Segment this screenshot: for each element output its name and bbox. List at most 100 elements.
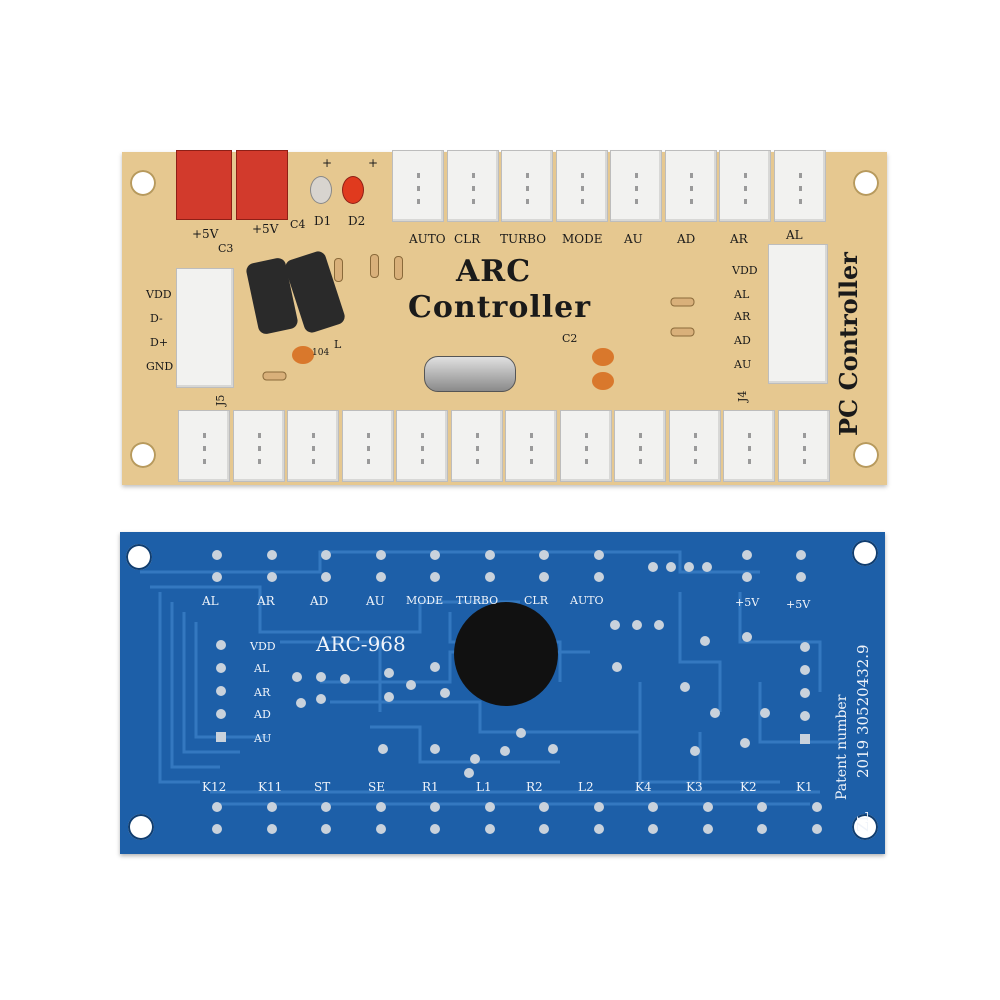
diode: [670, 327, 695, 337]
top-label-5v: +5V: [735, 596, 760, 609]
arc-controller-board-back: ARC-968 AL AR AD AU MODE TURBO CLR AUTO …: [120, 532, 885, 854]
connector-pin: [257, 445, 261, 451]
connector-pin: [257, 458, 261, 464]
connector-pin: [635, 172, 638, 178]
top-button-connector: [610, 150, 662, 222]
connector-pin: [312, 458, 315, 464]
bottom-button-connector: [341, 410, 394, 482]
solder-pad: [593, 550, 604, 560]
connector-pin: [802, 445, 806, 451]
solder-pad: [811, 824, 822, 834]
connector-pin: [475, 458, 479, 464]
bottom-button-connector: [232, 410, 285, 482]
solder-pad: [702, 824, 713, 834]
connector-pin: [526, 185, 529, 191]
top-label-al: AL: [202, 594, 219, 608]
top-label-au: AU: [366, 594, 385, 608]
solder-pad: [684, 562, 694, 572]
top-label-clr: CLR: [524, 594, 549, 607]
connector-pin: [635, 198, 638, 204]
top-button-connector: [501, 150, 553, 222]
solder-pad: [296, 698, 306, 708]
connector-pin: [530, 432, 533, 438]
resistor: [370, 254, 379, 278]
solder-pad: [811, 802, 822, 812]
power-label: +5V: [192, 227, 219, 241]
mount-hole: [853, 442, 879, 468]
connector-pin: [802, 458, 806, 464]
connector-pin: [639, 432, 642, 438]
solder-pad: [539, 802, 549, 812]
mount-hole: [130, 170, 156, 196]
solder-pad: [430, 802, 440, 812]
bottom-button-connector: [614, 410, 666, 482]
bottom-label-r2: R2: [526, 780, 543, 794]
top-label-turbo: TURBO: [500, 232, 547, 246]
d2-label: D2: [348, 214, 366, 228]
connector-j4: [768, 244, 828, 384]
connector-pin: [580, 198, 584, 204]
connector-pin: [748, 432, 751, 438]
solder-pad: [440, 688, 450, 698]
solder-pad: [800, 688, 810, 698]
solder-pad: [321, 802, 331, 812]
solder-pad: [666, 562, 676, 572]
connector-pin: [744, 172, 747, 178]
solder-pad: [212, 824, 222, 834]
solder-pad: [375, 572, 386, 582]
solder-pad: [593, 824, 604, 834]
solder-pad: [740, 738, 750, 748]
bottom-label-l1: L1: [476, 780, 492, 794]
j5-label: J5: [214, 394, 227, 406]
top-label-ad: AD: [310, 594, 329, 608]
connector-pin: [693, 445, 697, 451]
arc-controller-board-front: +5V +5V + + D1 D2 C3 C4 AUTO CLR TURBO M…: [122, 150, 887, 485]
solder-pad: [539, 550, 549, 560]
ceramic-capacitor: [592, 372, 614, 390]
solder-pad: [430, 662, 440, 672]
solder-pad: [710, 708, 720, 718]
connector-pin: [417, 185, 420, 191]
bottom-button-connector: [505, 410, 557, 482]
mount-hole: [130, 442, 156, 468]
connector-pin: [366, 432, 370, 438]
chip-on-board-blob: [454, 602, 558, 706]
cap-value-label: 104: [312, 348, 330, 358]
usb-connector-j5: [176, 268, 234, 388]
bottom-label-l2: L2: [578, 780, 594, 794]
right-label-au: AU: [734, 358, 752, 371]
solder-pad: [648, 824, 658, 834]
top-label-ad: AD: [677, 232, 696, 246]
model-label: ARC-968: [316, 632, 406, 656]
bottom-label-st: ST: [314, 780, 331, 794]
solder-pad: [612, 662, 622, 672]
crystal-oscillator: [424, 356, 516, 392]
connector-pin: [748, 445, 751, 451]
connector-pin: [471, 172, 475, 178]
connector-pin: [584, 432, 588, 438]
top-button-connector: [555, 150, 608, 222]
solder-pad: [266, 550, 277, 560]
top-label-5v: +5V: [786, 598, 811, 611]
bottom-label-k4: K4: [635, 780, 652, 794]
left-label-al: AL: [254, 662, 270, 675]
connector-pin: [580, 185, 584, 191]
solder-pad: [384, 668, 394, 678]
l-label: L: [334, 338, 342, 351]
top-button-connector: [446, 150, 499, 222]
solder-pad: [316, 694, 326, 704]
solder-pad: [212, 802, 222, 812]
solder-pad: [266, 824, 277, 834]
bottom-button-connector: [723, 410, 775, 482]
connector-pin: [203, 445, 206, 451]
bottom-button-connector: [668, 410, 721, 482]
solder-pad: [378, 744, 388, 754]
patent-line1: Patent number: [834, 694, 850, 800]
mount-hole: [852, 540, 878, 566]
solder-pad: [375, 802, 386, 812]
diode: [670, 297, 695, 307]
connector-pin: [203, 458, 206, 464]
solder-pad: [216, 732, 226, 742]
solder-pad: [702, 562, 712, 572]
solder-pad: [375, 824, 386, 834]
